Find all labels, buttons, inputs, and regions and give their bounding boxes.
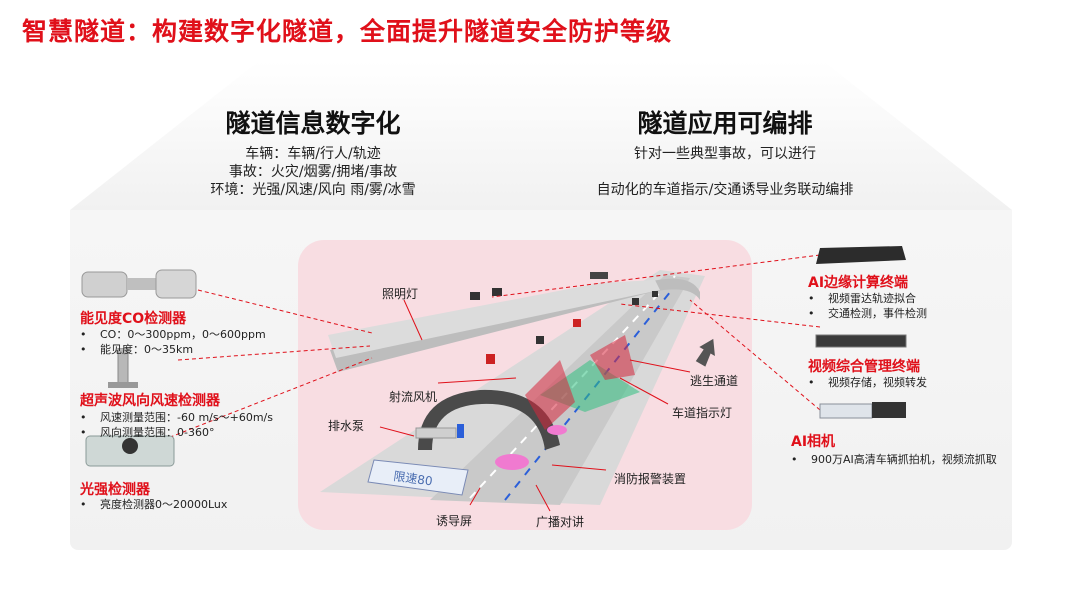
device-title: 光强检测器 xyxy=(80,482,150,498)
guide-screen-text: 限速80 xyxy=(393,469,434,488)
label-jet-fan: 射流风机 xyxy=(389,390,438,404)
left-section-heading: 隧道信息数字化 xyxy=(225,109,401,138)
device-title: 能见度CO检测器 xyxy=(80,311,187,327)
device-title: 视频综合管理终端 xyxy=(808,359,920,375)
device-bullet: 900万AI高清车辆抓拍机，视频流抓取 xyxy=(791,451,997,467)
device-bullet: 视频雷达轨迹拟合 xyxy=(808,290,916,306)
ai-camera-image xyxy=(819,402,906,419)
device-title: AI相机 xyxy=(791,434,836,450)
label-drain-pump: 排水泵 xyxy=(328,419,365,433)
edge-terminal-image xyxy=(816,246,906,264)
device-bullet: 风速测量范围：-60 m/s～+60m/s xyxy=(80,409,273,425)
left-section-line: 车辆：车辆/行人/轨迹 xyxy=(245,146,381,162)
light-sensor-image xyxy=(85,435,175,467)
device-bullet: 风向测量范围：0-360° xyxy=(80,424,214,440)
right-section-heading: 隧道应用可编排 xyxy=(637,109,813,138)
road-surface xyxy=(320,270,705,505)
right-section-line: 针对一些典型事故，可以进行 xyxy=(634,146,816,162)
label-lighting: 照明灯 xyxy=(382,287,419,301)
right-section-line: 自动化的车道指示/交通诱导业务联动编排 xyxy=(596,182,854,198)
wind-sensor-image xyxy=(108,348,138,388)
device-bullet: 能见度：0～35km xyxy=(80,341,193,357)
device-bullet: 交通检测，事件检测 xyxy=(808,305,927,321)
label-fire-alarm: 消防报警装置 xyxy=(614,472,687,486)
video-terminal-image xyxy=(815,334,907,348)
label-lane-light: 车道指示灯 xyxy=(672,406,733,420)
device-bullet: CO：0～300ppm，0～600ppm xyxy=(80,326,266,342)
device-bullet: 视频存储，视频转发 xyxy=(808,374,927,390)
co-detector-image xyxy=(81,269,197,299)
tunnel-portal xyxy=(418,389,560,450)
device-bullet: 亮度检测器0～20000Lux xyxy=(80,496,227,512)
label-broadcast: 广播对讲 xyxy=(536,515,585,529)
page-title: 智慧隧道：构建数字化隧道，全面提升隧道安全防护等级 xyxy=(22,17,673,46)
left-section-line: 环境：光强/风速/风向 雨/雾/冰雪 xyxy=(210,182,416,198)
left-section-line: 事故：火灾/烟雾/拥堵/事故 xyxy=(228,164,398,180)
tunnel-shell xyxy=(330,278,700,372)
label-guide-screen: 诱导屏 xyxy=(436,514,473,528)
device-title: 超声波风向风速检测器 xyxy=(80,393,220,409)
label-escape: 逃生通道 xyxy=(690,374,739,388)
device-title: AI边缘计算终端 xyxy=(808,275,909,291)
panel-roof xyxy=(70,60,1012,210)
